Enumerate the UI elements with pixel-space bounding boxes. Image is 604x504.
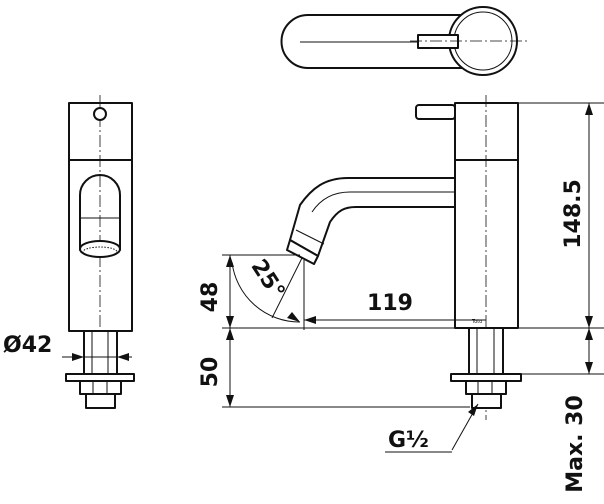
front-view: Toto — [286, 95, 522, 420]
thread-label: G½ — [388, 428, 429, 453]
dimension-lines: 48 50 148.5 Max. 30 119 25° G½ — [198, 102, 604, 493]
diameter-label: Ø42 — [3, 333, 52, 358]
spout-height-label: 48 — [198, 282, 223, 313]
thread-length-label: 50 — [198, 357, 223, 388]
side-view — [65, 95, 135, 410]
top-view — [280, 6, 528, 76]
max-thickness-label: Max. 30 — [563, 395, 588, 493]
diameter-dimension: Ø42 — [3, 333, 132, 361]
total-height-label: 148.5 — [561, 179, 586, 249]
brand-mark: Toto — [471, 319, 482, 325]
reach-label: 119 — [367, 291, 413, 316]
